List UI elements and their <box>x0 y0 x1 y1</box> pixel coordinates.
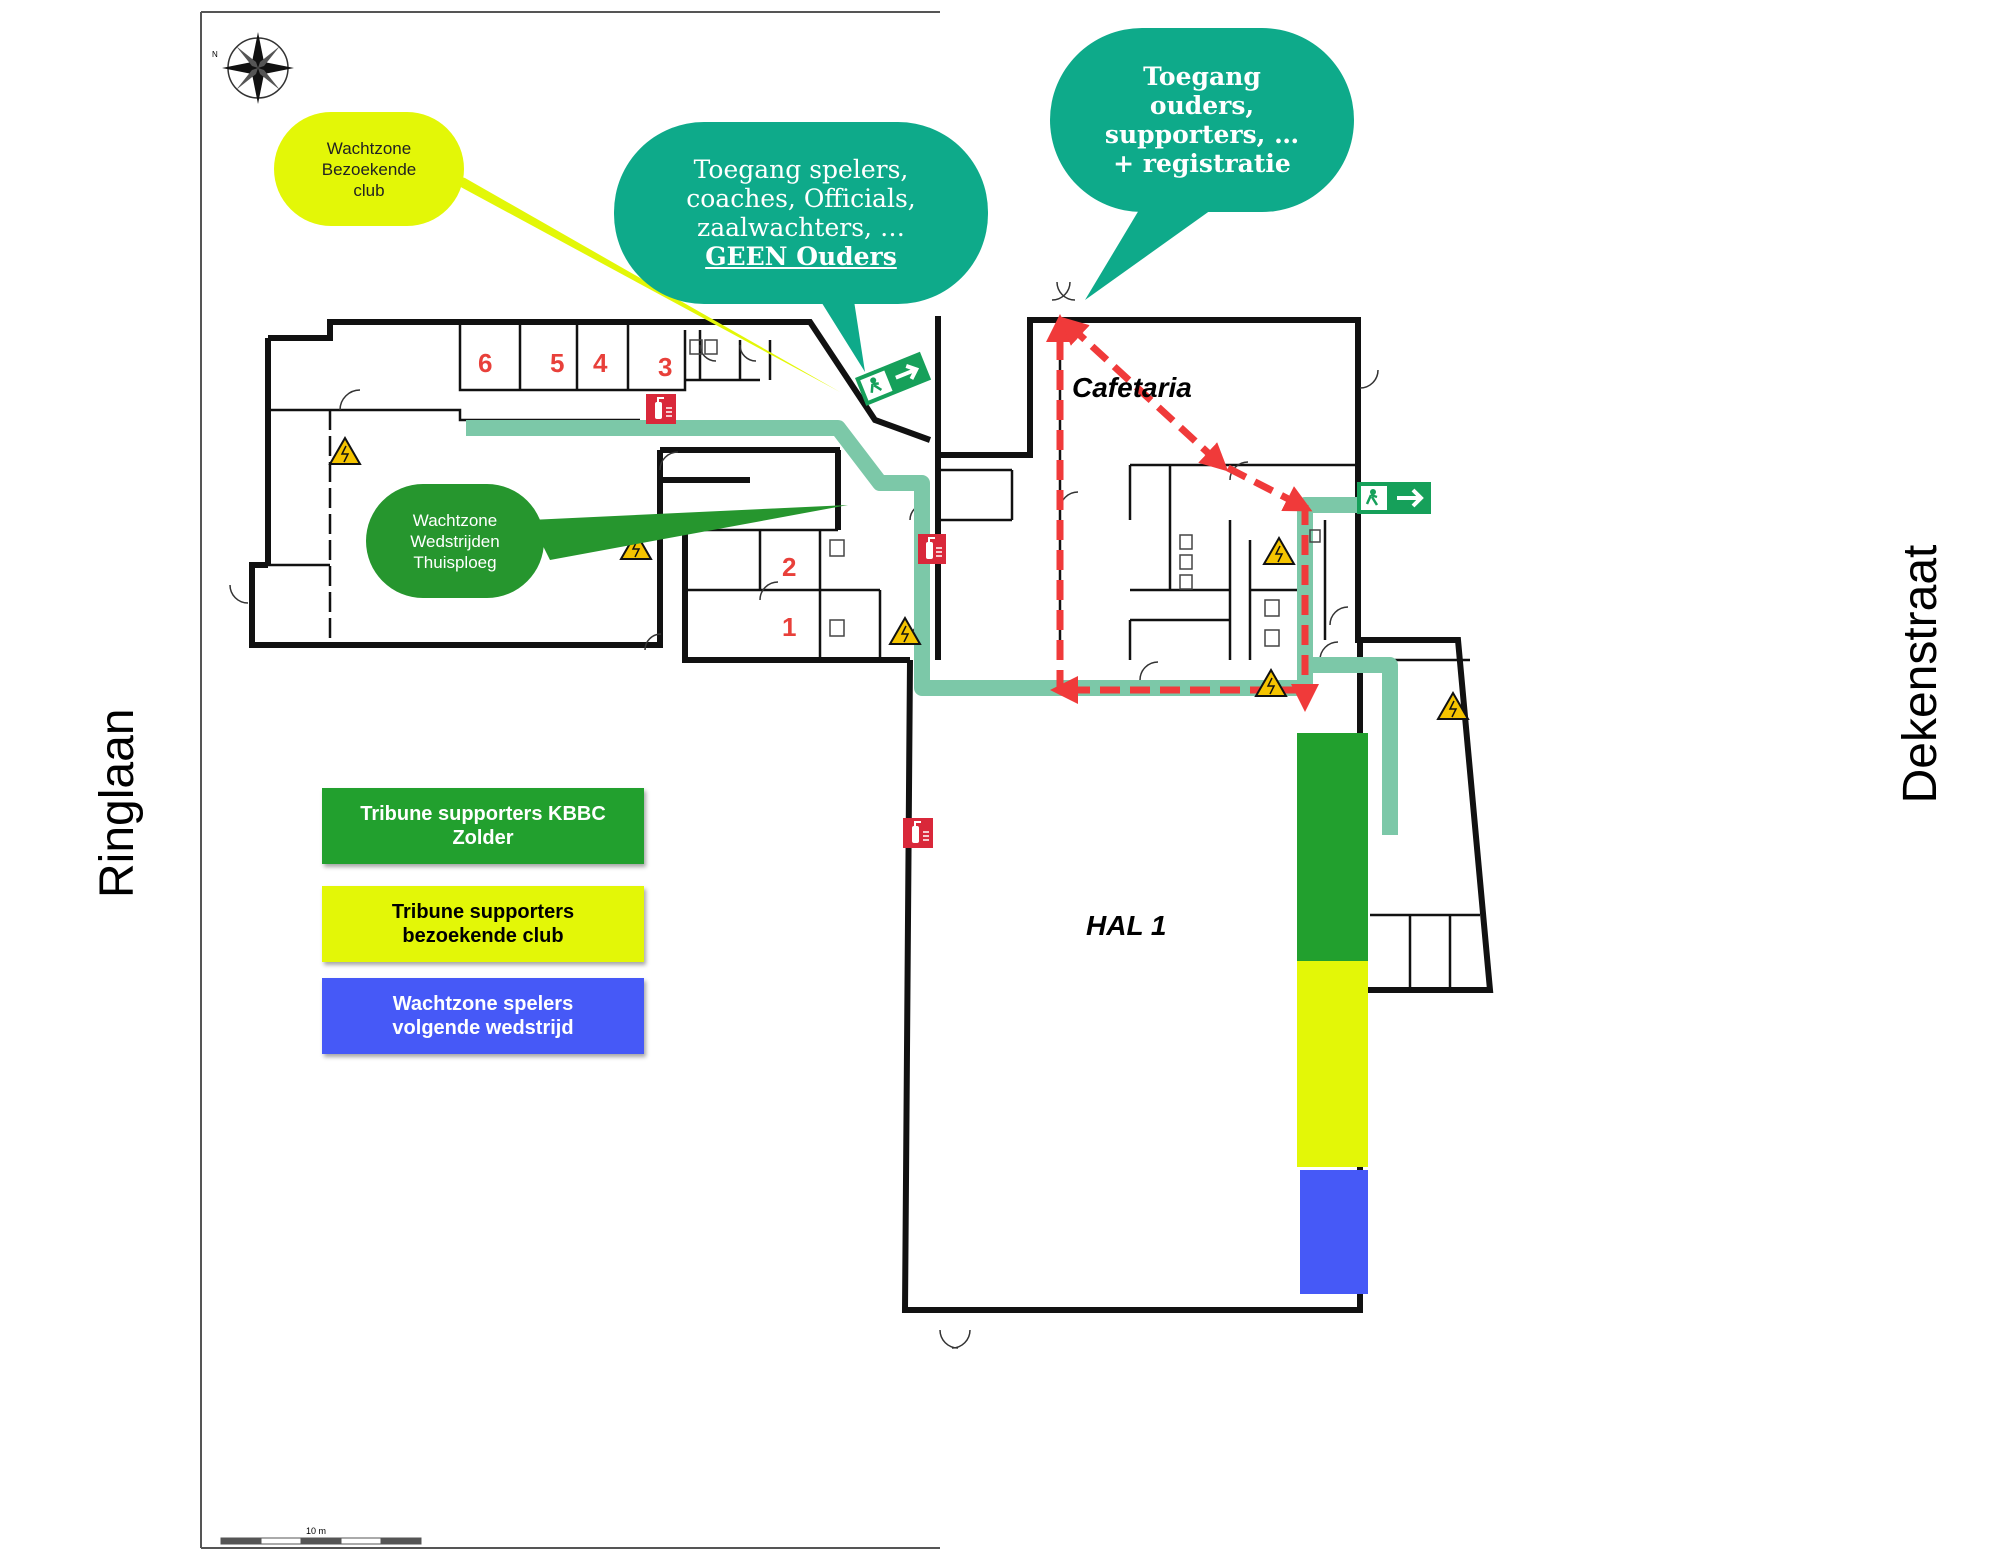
player-access-route <box>466 420 1398 835</box>
room-number: 4 <box>593 348 608 378</box>
street-label-west: Ringlaan <box>91 708 144 898</box>
callout-line: Toegang spelers, <box>693 155 909 184</box>
callout-visitors-waiting-zone: Wachtzone Bezoekende club <box>274 112 464 226</box>
callout-tail-parents <box>1085 200 1225 300</box>
legend-line: Tribune supporters <box>391 901 575 923</box>
callout-parents-access: Toegang ouders, supporters, … + registra… <box>1050 28 1354 212</box>
legend-line: Zolder <box>452 827 514 849</box>
legend-line: Tribune supporters KBBC <box>360 803 606 825</box>
room-number: 1 <box>782 612 797 642</box>
callout-home-team-waiting-zone: Wachtzone Wedstrijden Thuisploeg <box>366 484 544 598</box>
fire-extinguisher-icon <box>918 534 946 564</box>
electrical-hazard-bolts <box>340 445 1458 718</box>
fire-extinguisher-icon <box>646 394 676 424</box>
room-number: 3 <box>658 352 673 382</box>
callout-line: coaches, Officials, <box>686 184 916 213</box>
callout-line: Wachtzone <box>412 510 498 530</box>
callout-line: Thuisploeg <box>413 552 497 572</box>
fire-extinguisher-icon <box>903 818 933 848</box>
left-wing-walls <box>249 319 932 663</box>
scale-bar <box>220 1537 422 1545</box>
exit-sign-icon <box>855 351 932 406</box>
legend-line: Wachtzone spelers <box>392 993 574 1015</box>
room-label-hall: HAL 1 <box>1086 910 1167 941</box>
legend-item-next-match-waiting: Wachtzone spelers volgende wedstrijd <box>322 978 644 1054</box>
room-number: 5 <box>550 348 565 378</box>
callout-line: zaalwachters, … <box>697 213 905 242</box>
tribune-visitors-zone <box>1297 961 1368 1167</box>
callout-line: Bezoekende <box>321 159 417 179</box>
street-label-east: Dekenstraat <box>1894 544 1947 804</box>
waiting-zone-next-match <box>1300 1170 1368 1294</box>
callout-line-emphasis: GEEN Ouders <box>705 242 897 271</box>
callout-line: supporters, … <box>1104 120 1300 149</box>
tribune-home-zone <box>1297 733 1368 961</box>
callout-tail-homezone <box>530 505 848 560</box>
callout-line: Wedstrijden <box>410 531 500 551</box>
central-building-walls <box>935 316 1494 993</box>
callout-line: Toegang <box>1143 62 1261 91</box>
callout-players-access: Toegang spelers, coaches, Officials, zaa… <box>614 122 988 304</box>
scale-bar-label: 10 m <box>306 1526 327 1536</box>
map-sheet-frame <box>200 11 940 1549</box>
room-number: 6 <box>478 348 493 378</box>
left-wing-interior <box>268 322 882 660</box>
room-label-cafetaria: Cafetaria <box>1072 372 1192 403</box>
hall-walls <box>901 640 1363 1313</box>
electrical-hazard-icon <box>328 435 1470 720</box>
toilet-fixtures <box>689 339 1321 647</box>
callout-line: Wachtzone <box>326 138 412 158</box>
legend-item-visitor-tribune: Tribune supporters bezoekende club <box>322 886 644 962</box>
legend-line: bezoekende club <box>402 925 564 947</box>
callout-tail-visitors <box>420 165 840 392</box>
callout-line: ouders, <box>1149 91 1255 120</box>
compass-north-label: N <box>212 50 218 59</box>
compass-icon <box>222 32 294 104</box>
legend-item-home-tribune: Tribune supporters KBBC Zolder <box>322 788 644 864</box>
callout-line: club <box>353 180 385 200</box>
exit-sign-icon <box>1357 482 1431 514</box>
central-building-interior <box>938 320 1480 990</box>
room-number: 2 <box>782 552 797 582</box>
callout-line: + registratie <box>1113 149 1291 178</box>
legend-line: volgende wedstrijd <box>392 1017 574 1039</box>
